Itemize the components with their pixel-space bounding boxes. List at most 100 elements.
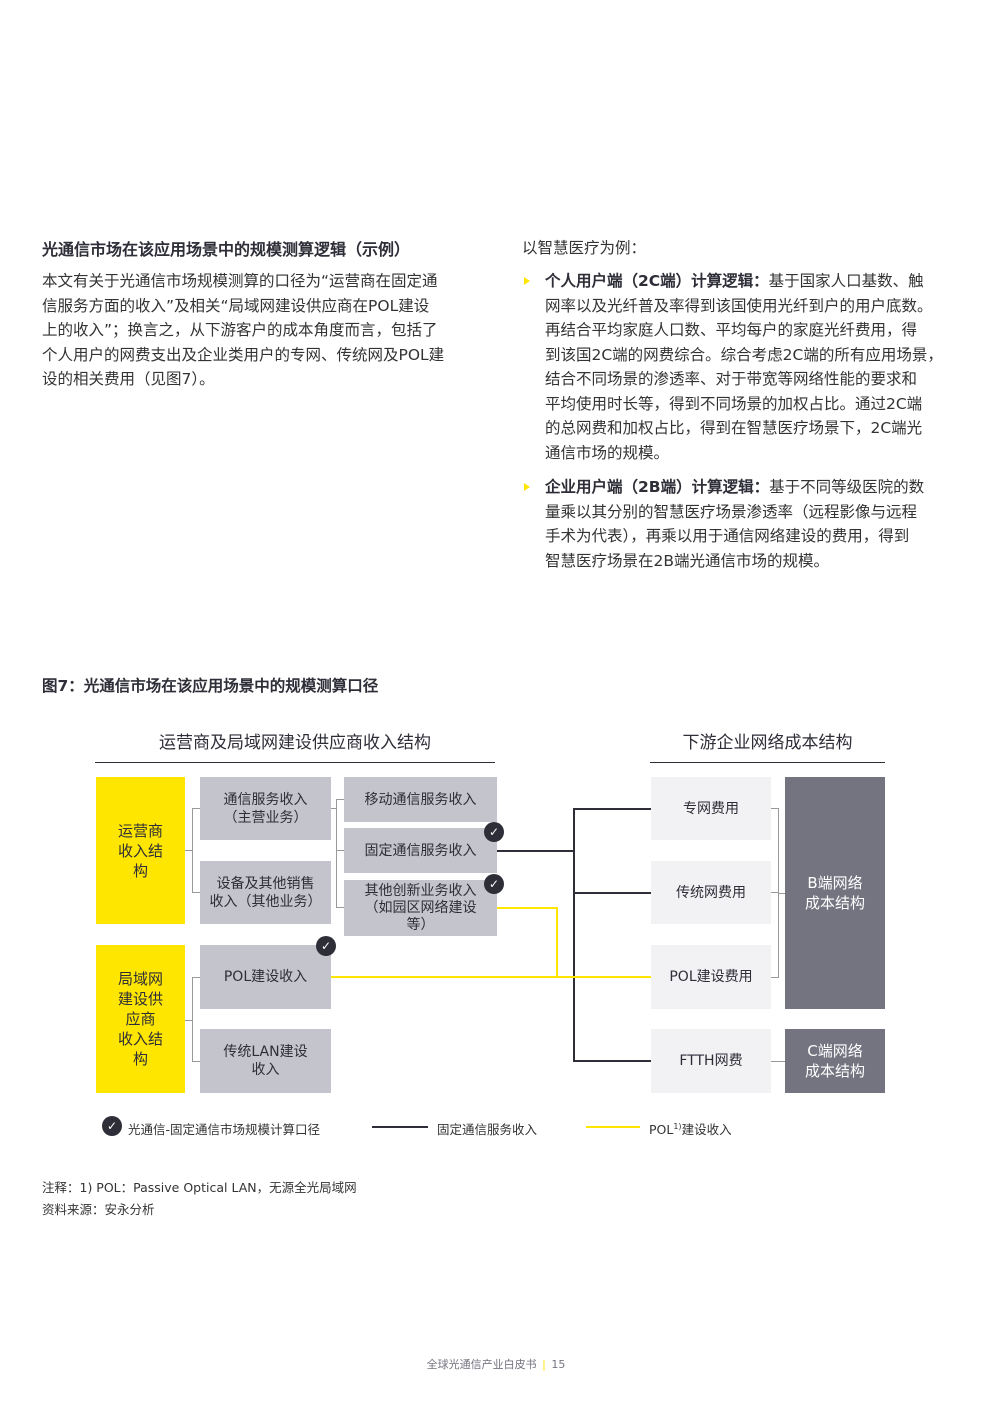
box-line: 等） [406, 916, 435, 933]
legend-text: POL [649, 1122, 674, 1137]
connector-line [192, 808, 200, 809]
bullet-line: 到该国2C端的网费综合。综合考虑2C端的所有应用场景， [545, 345, 943, 364]
label-line: 构 [132, 861, 148, 880]
telecom-service-box: 通信服务收入 （主营业务） [200, 777, 331, 840]
page-footer: 全球光通信产业白皮书 | 15 [0, 1356, 992, 1372]
bullet-triangle-icon [524, 483, 530, 491]
pol-revenue-box: POL建设收入 [200, 945, 331, 1009]
check-icon: ✓ [484, 874, 504, 894]
traditional-net-cost-box: 传统网费用 [651, 861, 771, 924]
mobile-service-box: 移动通信服务收入 [344, 777, 497, 822]
b-end-cost-box: B端网络 成本结构 [785, 777, 885, 1009]
bullet-line: 通信市场的规模。 [545, 443, 670, 462]
legend-yellow-line [586, 1126, 640, 1128]
left-header-rule [95, 762, 495, 763]
legend-black-line [372, 1126, 428, 1128]
connector-line [331, 808, 337, 809]
connector-line [192, 808, 193, 893]
bullet-line: 网率以及光纤普及率得到该国使用光纤到户的用户底数。 [545, 296, 933, 315]
bullet-2b: 企业用户端（2B端）计算逻辑：基于不同等级医院的数 量乘以其分别的智慧医疗场景渗… [522, 475, 962, 573]
label-line: 收入结 [117, 1030, 163, 1048]
legend-text: 建设收入 [681, 1122, 732, 1137]
bullet-list: 个人用户端（2C端）计算逻辑：基于国家人口基数、触 网率以及光纤普及率得到该国使… [522, 269, 962, 583]
equipment-sales-box: 设备及其他销售 收入（其他业务） [200, 861, 331, 924]
connector-line [336, 907, 344, 908]
legend-check-icon: ✓ [102, 1116, 122, 1136]
paragraph-line: 上的收入”；换言之，从下游客户的成本角度而言，包括了 [42, 321, 438, 339]
bullet-bold: 企业用户端（2B端）计算逻辑： [545, 478, 770, 496]
footnote: 注释：1) POL：Passive Optical LAN，无源全光局域网 [42, 1180, 357, 1195]
fixed-service-line [573, 808, 651, 810]
box-line: B端网络 [807, 874, 863, 892]
bullet-line: 再结合平均家庭人口数、平均每户的家庭光纤费用，得 [545, 321, 918, 339]
pol-line [497, 907, 557, 909]
intro-paragraph: 本文有关于光通信市场规模测算的口径为“运营商在固定通 信服务方面的收入”及相关“… [42, 269, 492, 392]
connector-line [771, 892, 779, 893]
right-header-rule [650, 762, 885, 763]
box-line: 通信服务收入 [223, 791, 308, 808]
fixed-service-line [573, 1060, 651, 1062]
bullet-line: 平均使用时长等，得到不同场景的加权占比。通过2C端 [545, 394, 923, 413]
box-line: （如园区网络建设 [364, 899, 477, 916]
paragraph-line: 设的相关费用（见图7）。 [42, 370, 215, 388]
label-line: 运营商 [117, 821, 163, 840]
ftth-cost-box: FTTH网费 [651, 1029, 771, 1093]
pol-line [331, 976, 651, 978]
bullet-line: 量乘以其分别的智慧医疗场景渗透率（远程影像与远程 [545, 502, 918, 521]
bullet-line: 智慧医疗场景在2B端光通信市场的规模。 [545, 551, 829, 570]
connector-line [192, 892, 200, 893]
bullet-triangle-icon [524, 277, 530, 285]
box-line: C端网络 [807, 1042, 863, 1060]
lan-supplier-revenue-box: 局域网 建设供 应商 收入结 构 [96, 945, 185, 1093]
box-line: 传统LAN建设 [223, 1044, 308, 1060]
box-line: 收入 [251, 1062, 280, 1078]
example-intro: 以智慧医疗为例： [522, 239, 647, 257]
bullet-line: 结合不同场景的渗透率、对于带宽等网络性能的要求和 [545, 370, 918, 388]
box-line: 设备及其他销售 [216, 875, 315, 892]
check-icon: ✓ [484, 822, 504, 842]
bullet-line: 手术为代表），再乘以用于通信网络建设的费用，得到 [545, 527, 910, 545]
pol-line [556, 907, 558, 978]
operator-revenue-box: 运营商 收入结 构 [96, 777, 185, 924]
lan-revenue-box: 传统LAN建设 收入 [200, 1029, 331, 1093]
fixed-service-line [497, 850, 574, 852]
label-line: 局域网 [117, 970, 163, 988]
section-heading: 光通信市场在该应用场景中的规模测算逻辑（示例） [42, 240, 411, 259]
connector-line [778, 893, 785, 894]
footer-title: 全球光通信产业白皮书 [426, 1358, 537, 1371]
label-line: 应商 [125, 1010, 156, 1028]
paragraph-line: 本文有关于光通信市场规模测算的口径为“运营商在固定通 [42, 272, 438, 290]
paragraph-line: 个人用户的网费支出及企业类用户的专网、传统网及POL建 [42, 345, 445, 364]
page-number: 15 [551, 1358, 566, 1371]
bullet-text: 基于国家人口基数、触 [768, 272, 924, 290]
connector-line [192, 977, 200, 978]
c-end-cost-box: C端网络 成本结构 [785, 1029, 885, 1093]
box-line: 其他创新业务收入 [364, 882, 477, 899]
connector-line [336, 850, 344, 851]
legend-yellow-label: POL1)建设收入 [649, 1119, 732, 1138]
fixed-service-line [573, 808, 575, 1061]
box-line: 收入（其他业务） [209, 893, 322, 910]
connector-line [771, 1061, 785, 1062]
label-line: 构 [132, 1050, 148, 1068]
figure-title: 图7：光通信市场在该应用场景中的规模测算口径 [42, 677, 379, 695]
private-net-cost-box: 专网费用 [651, 777, 771, 840]
legend-sup: 1) [673, 1121, 682, 1131]
right-header: 下游企业网络成本结构 [682, 733, 853, 753]
paragraph-line: 信服务方面的收入”及相关“局域网建设供应商在POL建设 [42, 296, 430, 315]
bullet-bold: 个人用户端（2C端）计算逻辑： [545, 272, 769, 290]
fixed-service-box: 固定通信服务收入 [344, 828, 497, 873]
bullet-2c: 个人用户端（2C端）计算逻辑：基于国家人口基数、触 网率以及光纤普及率得到该国使… [522, 269, 962, 465]
label-line: 建设供 [117, 990, 163, 1008]
source-note: 资料来源：安永分析 [42, 1202, 155, 1217]
check-icon: ✓ [316, 936, 336, 956]
connector-line [336, 799, 337, 908]
legend-black-label: 固定通信服务收入 [437, 1122, 538, 1137]
innovation-revenue-box: 其他创新业务收入 （如园区网络建设 等） [344, 880, 497, 936]
left-header: 运营商及局域网建设供应商收入结构 [159, 733, 431, 753]
fixed-service-line [573, 892, 651, 894]
pol-cost-box: POL建设费用 [651, 945, 771, 1009]
box-line: 成本结构 [804, 1062, 865, 1080]
connector-line [336, 799, 344, 800]
box-line: （主营业务） [223, 809, 308, 826]
